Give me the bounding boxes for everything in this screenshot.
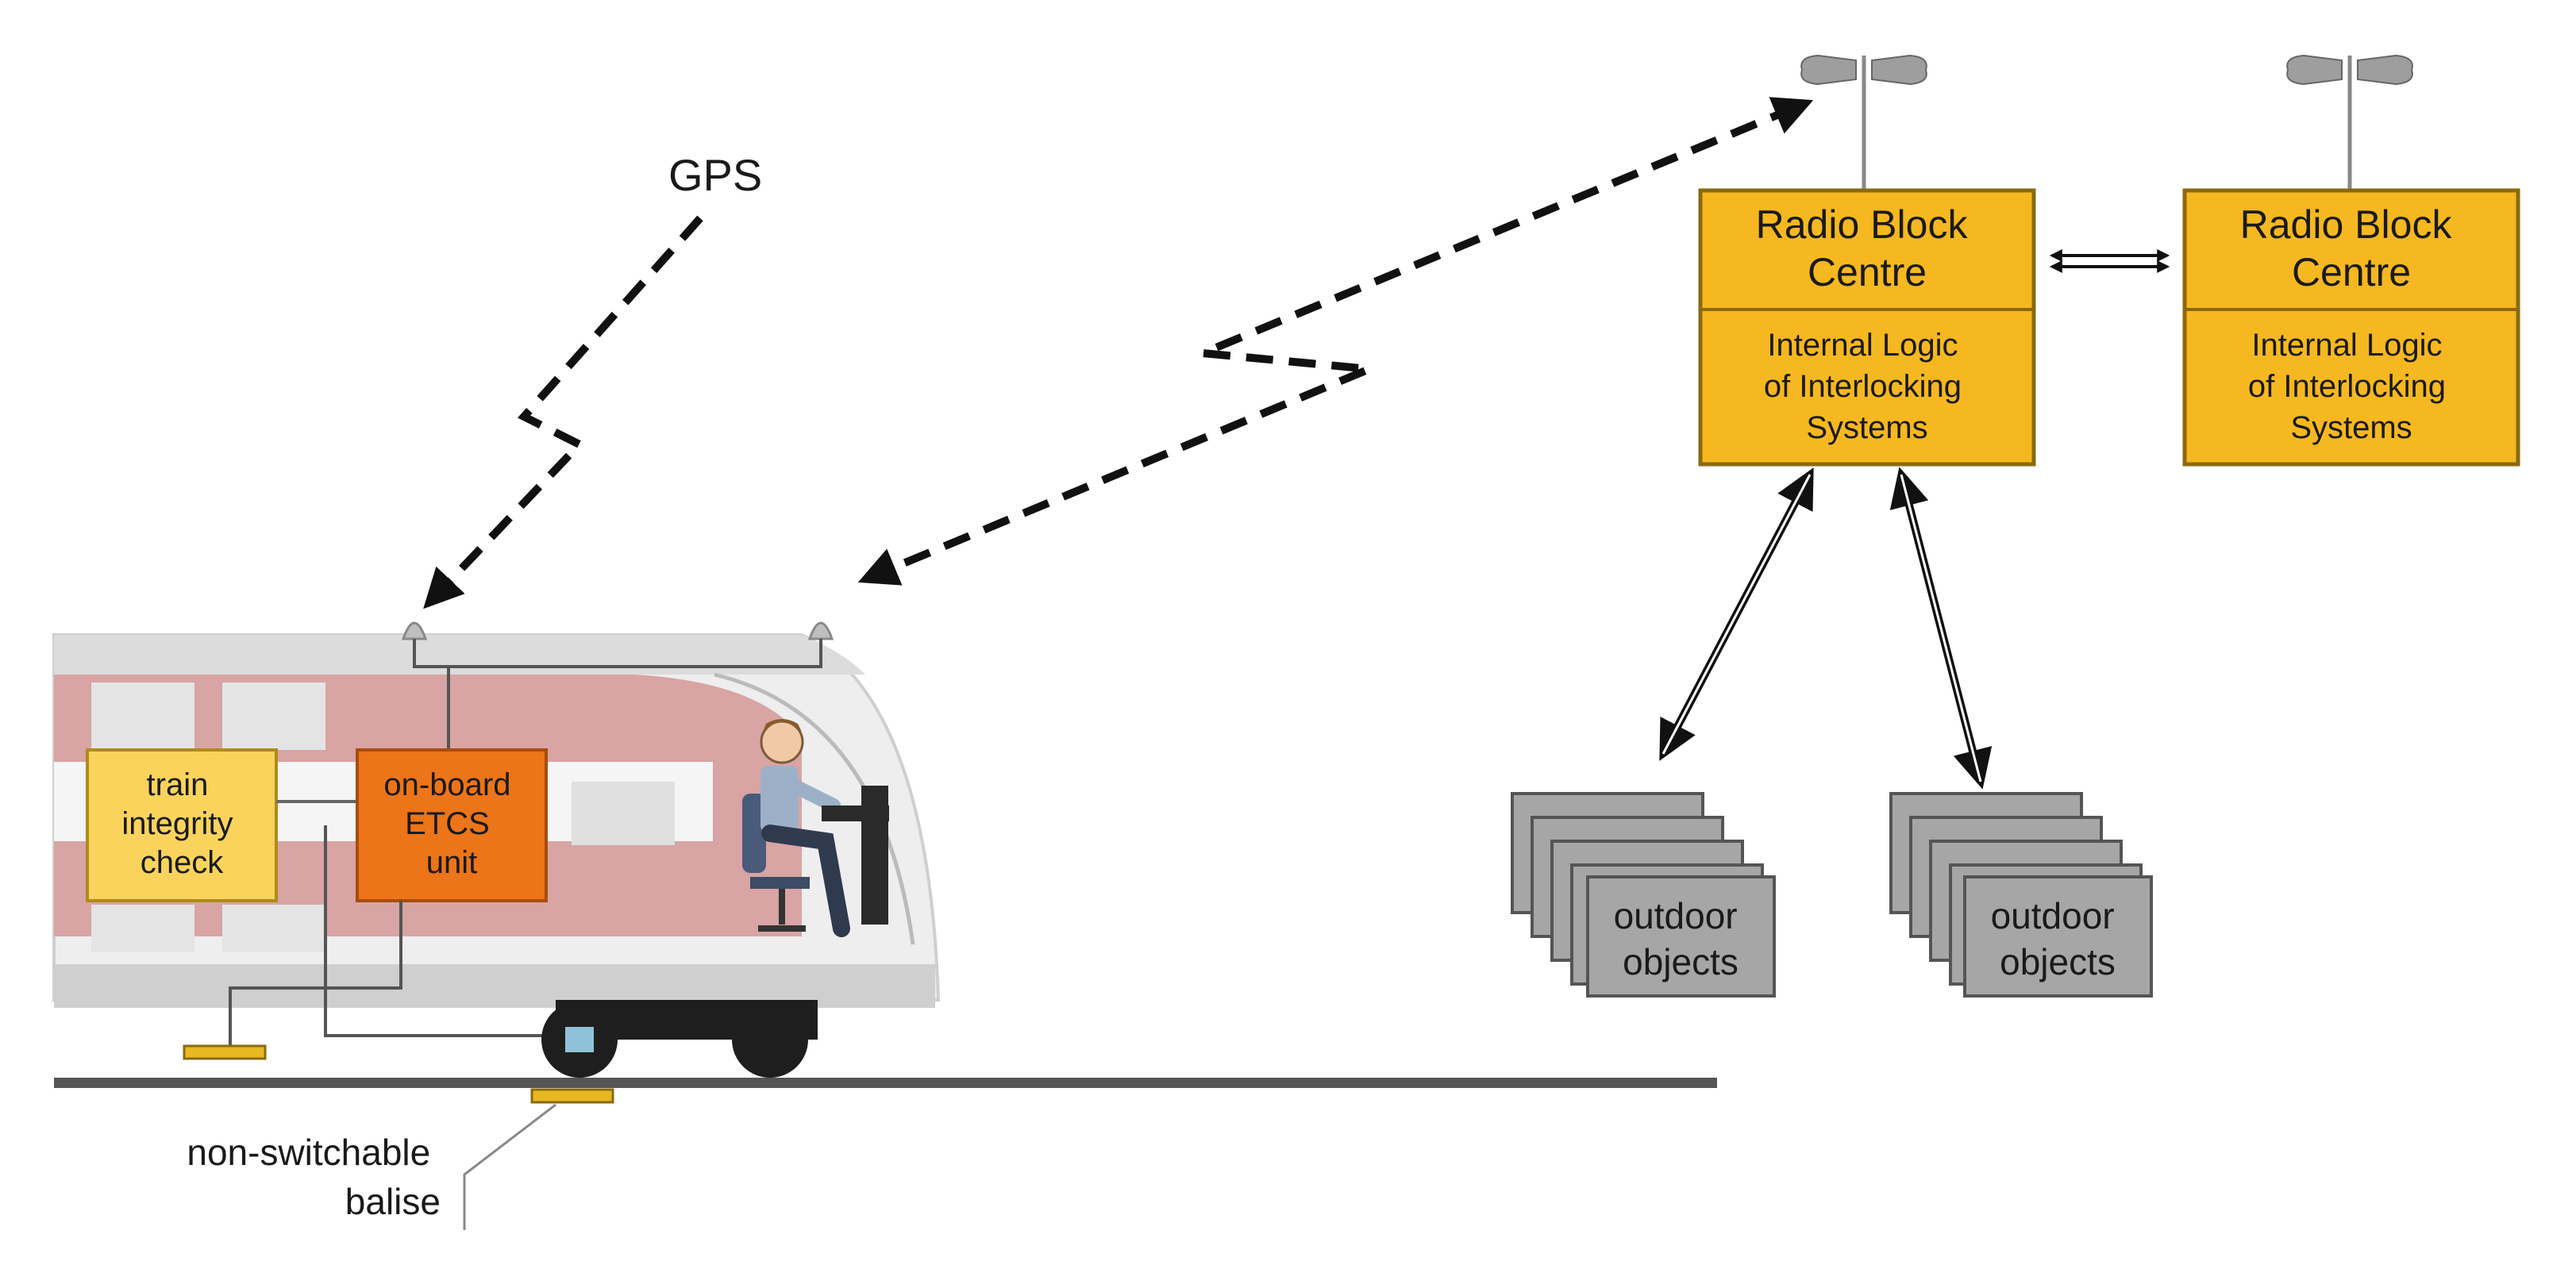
roof-antenna-radio — [807, 621, 834, 640]
radio-link — [857, 97, 1814, 586]
rbc-title-line2: Centre — [2292, 250, 2411, 294]
radio-block-centre-1: Radio Block Centre Internal Logic of Int… — [1698, 54, 2036, 467]
outdoor-objects-box — [1586, 875, 1776, 998]
driver — [742, 719, 889, 937]
rbc-sub-line3: Systems — [2290, 410, 2412, 445]
outdoor-objects-group-1: outdoor objects — [1511, 792, 1776, 998]
svg-text:Radio Block Centre: Radio Block Centre — [1756, 202, 1979, 294]
etcs-to-balise-antenna-cable — [229, 901, 402, 1048]
svg-text:non-switchable balise: non-switchable balise — [187, 1132, 441, 1222]
rbc-box — [2182, 188, 2520, 467]
balise-antenna — [183, 1044, 267, 1060]
outdoor-label-line1: outdoor — [1991, 895, 2115, 936]
window — [91, 682, 194, 750]
svg-text:outdoor objects: outdoor objects — [1614, 895, 1748, 982]
rbc-title-line1: Radio Block — [1756, 202, 1969, 247]
gps-label: GPS — [668, 150, 762, 200]
outdoor-label-line2: objects — [2000, 941, 2116, 982]
integrity-label-line2: integrity — [121, 806, 233, 841]
outdoor-objects-box — [1963, 875, 2153, 998]
svg-text:train integrity ch: train integrity check — [121, 767, 241, 880]
svg-text:Internal Logic of Interl: Internal Logic of Interlocking Systems — [2248, 328, 2455, 445]
window — [91, 905, 194, 952]
svg-text:Radio Block Centre: Radio Block Centre — [2240, 202, 2463, 294]
svg-text:Internal Logic of Interl: Internal Logic of Interlocking Systems — [1764, 328, 1970, 445]
balise-callout-line — [463, 1103, 556, 1230]
windscreen — [714, 672, 915, 945]
train: train integrity check on-board ETCS unit — [52, 621, 941, 1078]
non-switchable-balise — [530, 1088, 614, 1104]
rbc-antenna — [2286, 54, 2413, 189]
integrity-label-line1: train — [147, 767, 209, 802]
balise-label-line2: balise — [345, 1181, 441, 1222]
etcs-to-bogie-cable — [324, 825, 556, 1037]
rbc-antenna — [1800, 54, 1927, 189]
integrity-label-line3: check — [141, 845, 224, 880]
bogie — [541, 1000, 818, 1078]
roof-antenna-gps — [401, 621, 428, 640]
rbc-to-outdoor-link-1 — [1659, 467, 1814, 761]
rbc-box — [1698, 188, 2036, 467]
etcs-label-line3: unit — [426, 845, 478, 880]
radio-block-centre-2: Radio Block Centre Internal Logic of Int… — [2182, 54, 2520, 467]
rbc-interconnect — [2049, 249, 2170, 273]
rbc-sub-line1: Internal Logic — [2251, 328, 2442, 363]
roof-cable — [413, 639, 822, 668]
window — [222, 682, 325, 750]
train-roof — [54, 635, 865, 675]
balise-label-line1: non-switchable — [187, 1132, 430, 1173]
rbc-sub-line2: of Interlocking — [2248, 369, 2446, 404]
window — [222, 905, 325, 952]
gps-link — [423, 215, 703, 609]
rbc-sub-line3: Systems — [1806, 410, 1927, 445]
wheel — [732, 1001, 808, 1078]
onboard-etcs-unit-box — [356, 748, 548, 902]
rbc-title-line1: Radio Block — [2240, 202, 2453, 247]
track-rail — [54, 1078, 1717, 1088]
window — [572, 782, 675, 845]
train-integrity-check-box — [86, 748, 278, 902]
outdoor-label-line2: objects — [1623, 941, 1739, 982]
svg-text:on-board ETCS unit: on-board ETCS unit — [383, 767, 519, 880]
etcs-label-line2: ETCS — [405, 806, 490, 841]
outdoor-objects-group-2: outdoor objects — [1889, 792, 2153, 998]
outdoor-label-line1: outdoor — [1614, 895, 1738, 936]
rbc-sub-line2: of Interlocking — [1764, 369, 1962, 404]
etcs-label-line1: on-board — [383, 767, 510, 802]
rbc-title-line2: Centre — [1808, 250, 1927, 294]
rbc-to-outdoor-link-2 — [1889, 467, 1993, 790]
svg-text:outdoor objects: outdoor objects — [1991, 895, 2125, 982]
rbc-sub-line1: Internal Logic — [1767, 328, 1958, 363]
